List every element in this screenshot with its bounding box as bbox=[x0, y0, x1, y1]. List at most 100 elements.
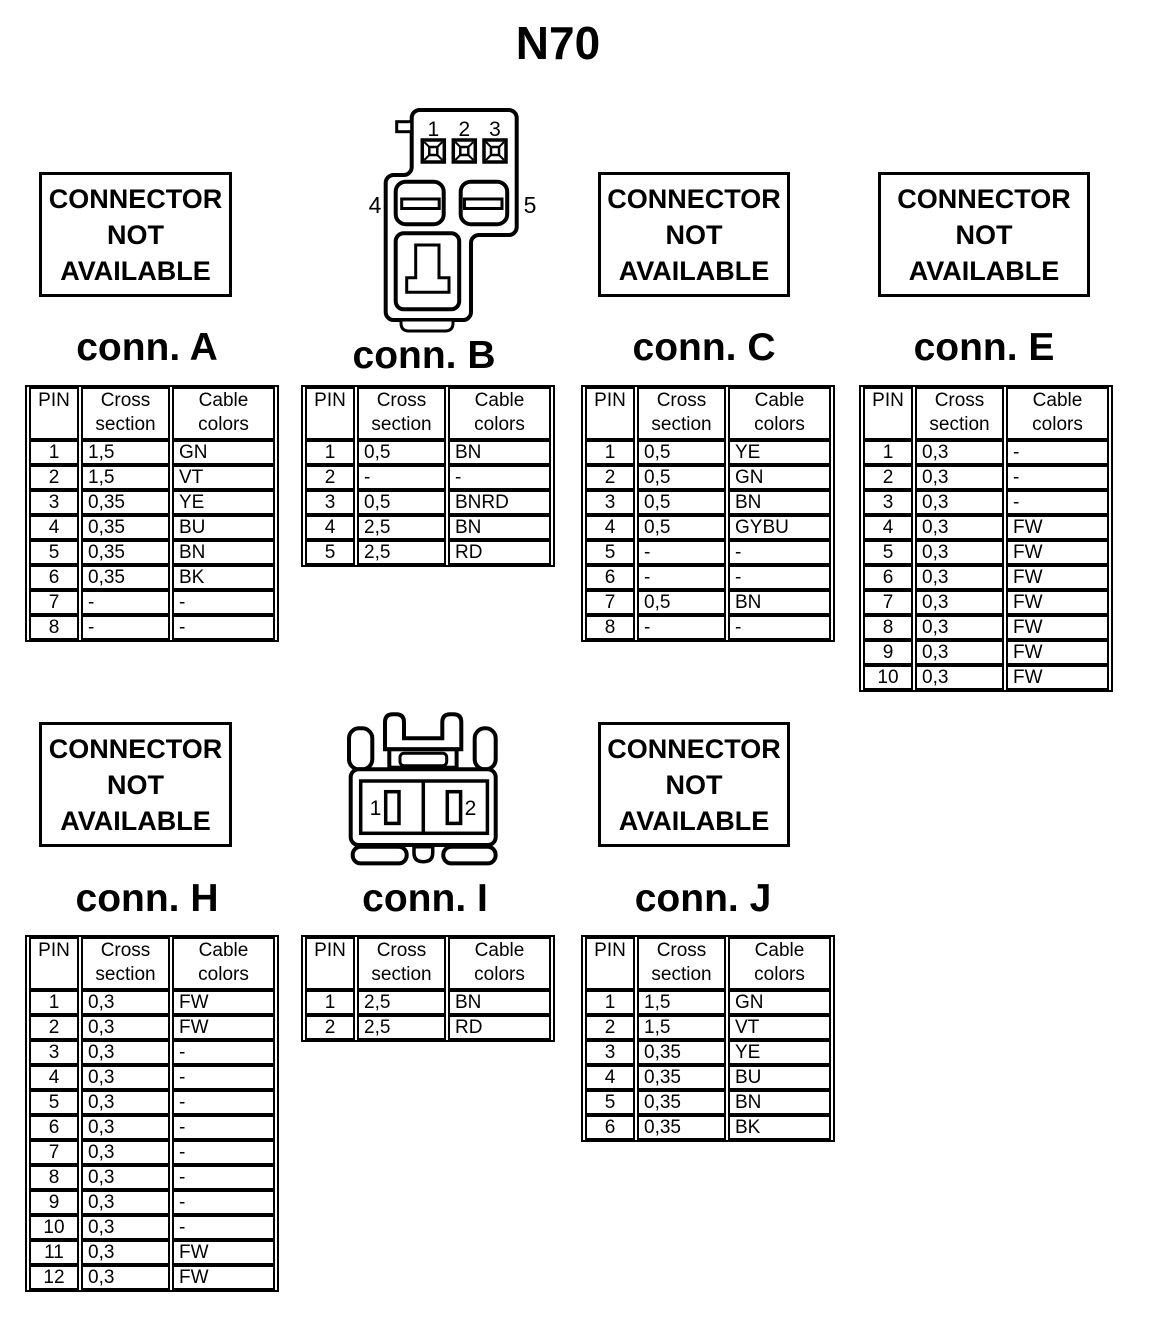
cable-color-cell: YE bbox=[728, 1040, 831, 1065]
pin-cell: 1 bbox=[585, 440, 635, 465]
cross-section-cell: 0,3 bbox=[81, 1015, 170, 1040]
pin-header: PIN bbox=[585, 937, 635, 990]
pin-cell: 6 bbox=[585, 1115, 635, 1140]
pin-cell: 2 bbox=[305, 1015, 355, 1040]
cross-section-cell: 2,5 bbox=[357, 540, 446, 565]
cross-section-cell: - bbox=[81, 590, 170, 615]
cross-section-cell: 0,3 bbox=[81, 1215, 170, 1240]
pin-cell: 4 bbox=[585, 1065, 635, 1090]
cross-section-cell: 1,5 bbox=[81, 440, 170, 465]
cross-section-cell: 0,5 bbox=[637, 490, 726, 515]
pin-cell: 8 bbox=[585, 615, 635, 640]
header-line: section bbox=[371, 414, 432, 435]
pin-cell: 10 bbox=[863, 665, 913, 690]
cross-section-cell: 0,3 bbox=[81, 1115, 170, 1140]
cross-section-cell: 0,5 bbox=[637, 465, 726, 490]
cross-section-cell: 0,35 bbox=[81, 565, 170, 590]
pin-cell: 5 bbox=[29, 1090, 79, 1115]
cross-section-cell: 0,3 bbox=[915, 490, 1004, 515]
pin-5-terminal bbox=[458, 179, 510, 227]
pin-cell: 9 bbox=[863, 640, 913, 665]
cable-color-cell: BN bbox=[172, 540, 275, 565]
not-available-line: AVAILABLE bbox=[908, 255, 1060, 286]
not-available-line: AVAILABLE bbox=[60, 255, 211, 286]
cable-color-cell: BN bbox=[728, 590, 831, 615]
cable-colors-header: Cable colors bbox=[172, 937, 275, 990]
cable-color-cell: BK bbox=[728, 1115, 831, 1140]
pin-cell: 3 bbox=[585, 1040, 635, 1065]
cable-color-cell: VT bbox=[728, 1015, 831, 1040]
pin-cell: 4 bbox=[305, 515, 355, 540]
cable-color-cell: - bbox=[1006, 440, 1109, 465]
pin-cell: 4 bbox=[585, 515, 635, 540]
table-row: 8-- bbox=[29, 615, 275, 640]
cross-section-cell: - bbox=[637, 540, 726, 565]
header-line: Cable bbox=[1032, 390, 1083, 411]
pin-cell: 6 bbox=[29, 565, 79, 590]
cross-section-cell: 0,5 bbox=[637, 440, 726, 465]
cable-color-cell: - bbox=[172, 1115, 275, 1140]
pin-header: PIN bbox=[863, 387, 913, 440]
cable-color-cell: VT bbox=[172, 465, 275, 490]
cross-section-cell: 0,35 bbox=[637, 1040, 726, 1065]
pin-cell: 4 bbox=[29, 515, 79, 540]
pin-cell: 5 bbox=[863, 540, 913, 565]
not-available-line: CONNECTOR bbox=[48, 183, 223, 214]
cross-section-header: Cross section bbox=[81, 937, 170, 990]
cable-color-cell: GYBU bbox=[728, 515, 831, 540]
cross-section-header: Cross section bbox=[915, 387, 1004, 440]
pin-cell: 3 bbox=[29, 1040, 79, 1065]
cable-color-cell: RD bbox=[448, 540, 551, 565]
cable-color-cell: BN bbox=[728, 1090, 831, 1115]
cross-section-cell: - bbox=[81, 615, 170, 640]
cable-color-cell: FW bbox=[172, 1265, 275, 1290]
pin-cell: 5 bbox=[305, 540, 355, 565]
latch bbox=[398, 751, 449, 768]
cross-section-cell: 0,3 bbox=[81, 1040, 170, 1065]
cross-section-cell: 0,35 bbox=[81, 490, 170, 515]
pin-header: PIN bbox=[29, 387, 79, 440]
cable-color-cell: BU bbox=[172, 515, 275, 540]
connector-c-not-available-box: CONNECTOR NOT AVAILABLE bbox=[598, 172, 790, 297]
cross-section-cell: 0,3 bbox=[915, 540, 1004, 565]
header-line: Cross bbox=[376, 940, 427, 961]
cross-section-cell: 0,3 bbox=[81, 1240, 170, 1265]
not-available-line: NOT bbox=[107, 219, 164, 250]
cross-section-header: Cross section bbox=[637, 387, 726, 440]
cross-section-cell: 0,5 bbox=[637, 515, 726, 540]
pin-cell: 1 bbox=[29, 990, 79, 1015]
cable-color-cell: - bbox=[172, 590, 275, 615]
cross-section-cell: 2,5 bbox=[357, 515, 446, 540]
cable-color-cell: - bbox=[1006, 465, 1109, 490]
cable-color-cell: - bbox=[172, 1215, 275, 1240]
pin-cell: 2 bbox=[29, 1015, 79, 1040]
cable-color-cell: FW bbox=[1006, 540, 1109, 565]
cable-color-cell: YE bbox=[172, 490, 275, 515]
cable-color-cell: FW bbox=[1006, 590, 1109, 615]
pin-cell: 5 bbox=[585, 540, 635, 565]
pin-cell: 3 bbox=[863, 490, 913, 515]
pin-cell: 7 bbox=[863, 590, 913, 615]
cable-colors-header: Cable colors bbox=[728, 387, 831, 440]
not-available-line: NOT bbox=[665, 219, 723, 250]
cross-section-cell: - bbox=[357, 465, 446, 490]
pin-cell: 5 bbox=[585, 1090, 635, 1115]
cable-color-cell: - bbox=[728, 540, 831, 565]
cross-section-header: Cross section bbox=[81, 387, 170, 440]
cable-color-cell: RD bbox=[448, 1015, 551, 1040]
